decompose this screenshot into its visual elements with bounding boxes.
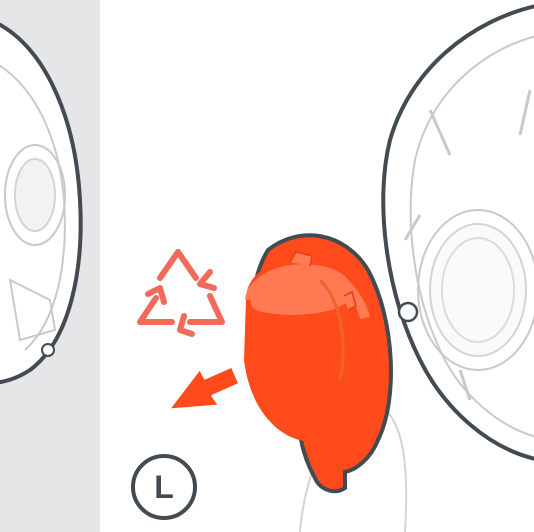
side-indicator-label: L (154, 471, 174, 503)
side-indicator-badge: L (131, 454, 197, 520)
device-body (383, 5, 534, 460)
removal-arrow-icon (168, 366, 240, 410)
filter-cap-part (244, 235, 391, 491)
previous-step-device (0, 20, 81, 383)
recycle-icon (140, 252, 222, 334)
